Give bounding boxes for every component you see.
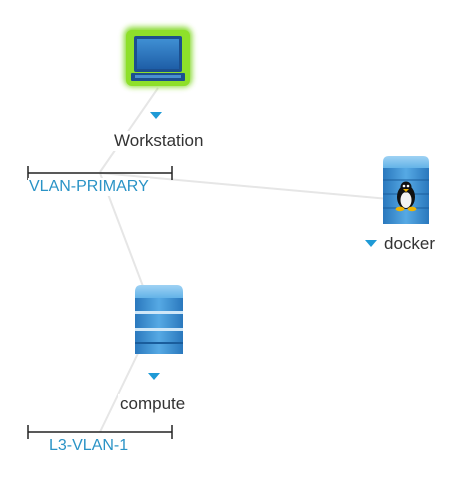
network-label-vlan-primary[interactable]: VLAN-PRIMARY xyxy=(28,178,150,196)
node-label-compute[interactable]: compute xyxy=(118,394,188,414)
network-l3-vlan-1-bracket[interactable] xyxy=(27,425,173,439)
network-vlan-primary-bracket[interactable] xyxy=(27,166,173,180)
server-icon[interactable] xyxy=(135,285,183,354)
tux-icon xyxy=(395,181,417,212)
docker-expand-caret-icon[interactable] xyxy=(365,240,377,247)
node-label-workstation[interactable]: Workstation xyxy=(112,131,206,151)
linux-server-icon[interactable] xyxy=(383,156,429,224)
link-workstation-vlan-primary[interactable] xyxy=(99,87,159,173)
network-label-l3-vlan-1[interactable]: L3-VLAN-1 xyxy=(48,437,130,455)
laptop-icon[interactable] xyxy=(124,27,192,87)
compute-expand-caret-icon[interactable] xyxy=(148,373,160,380)
link-vlan-primary-docker[interactable] xyxy=(99,172,401,201)
workstation-expand-caret-icon[interactable] xyxy=(150,112,162,119)
node-label-docker[interactable]: docker xyxy=(382,234,438,254)
